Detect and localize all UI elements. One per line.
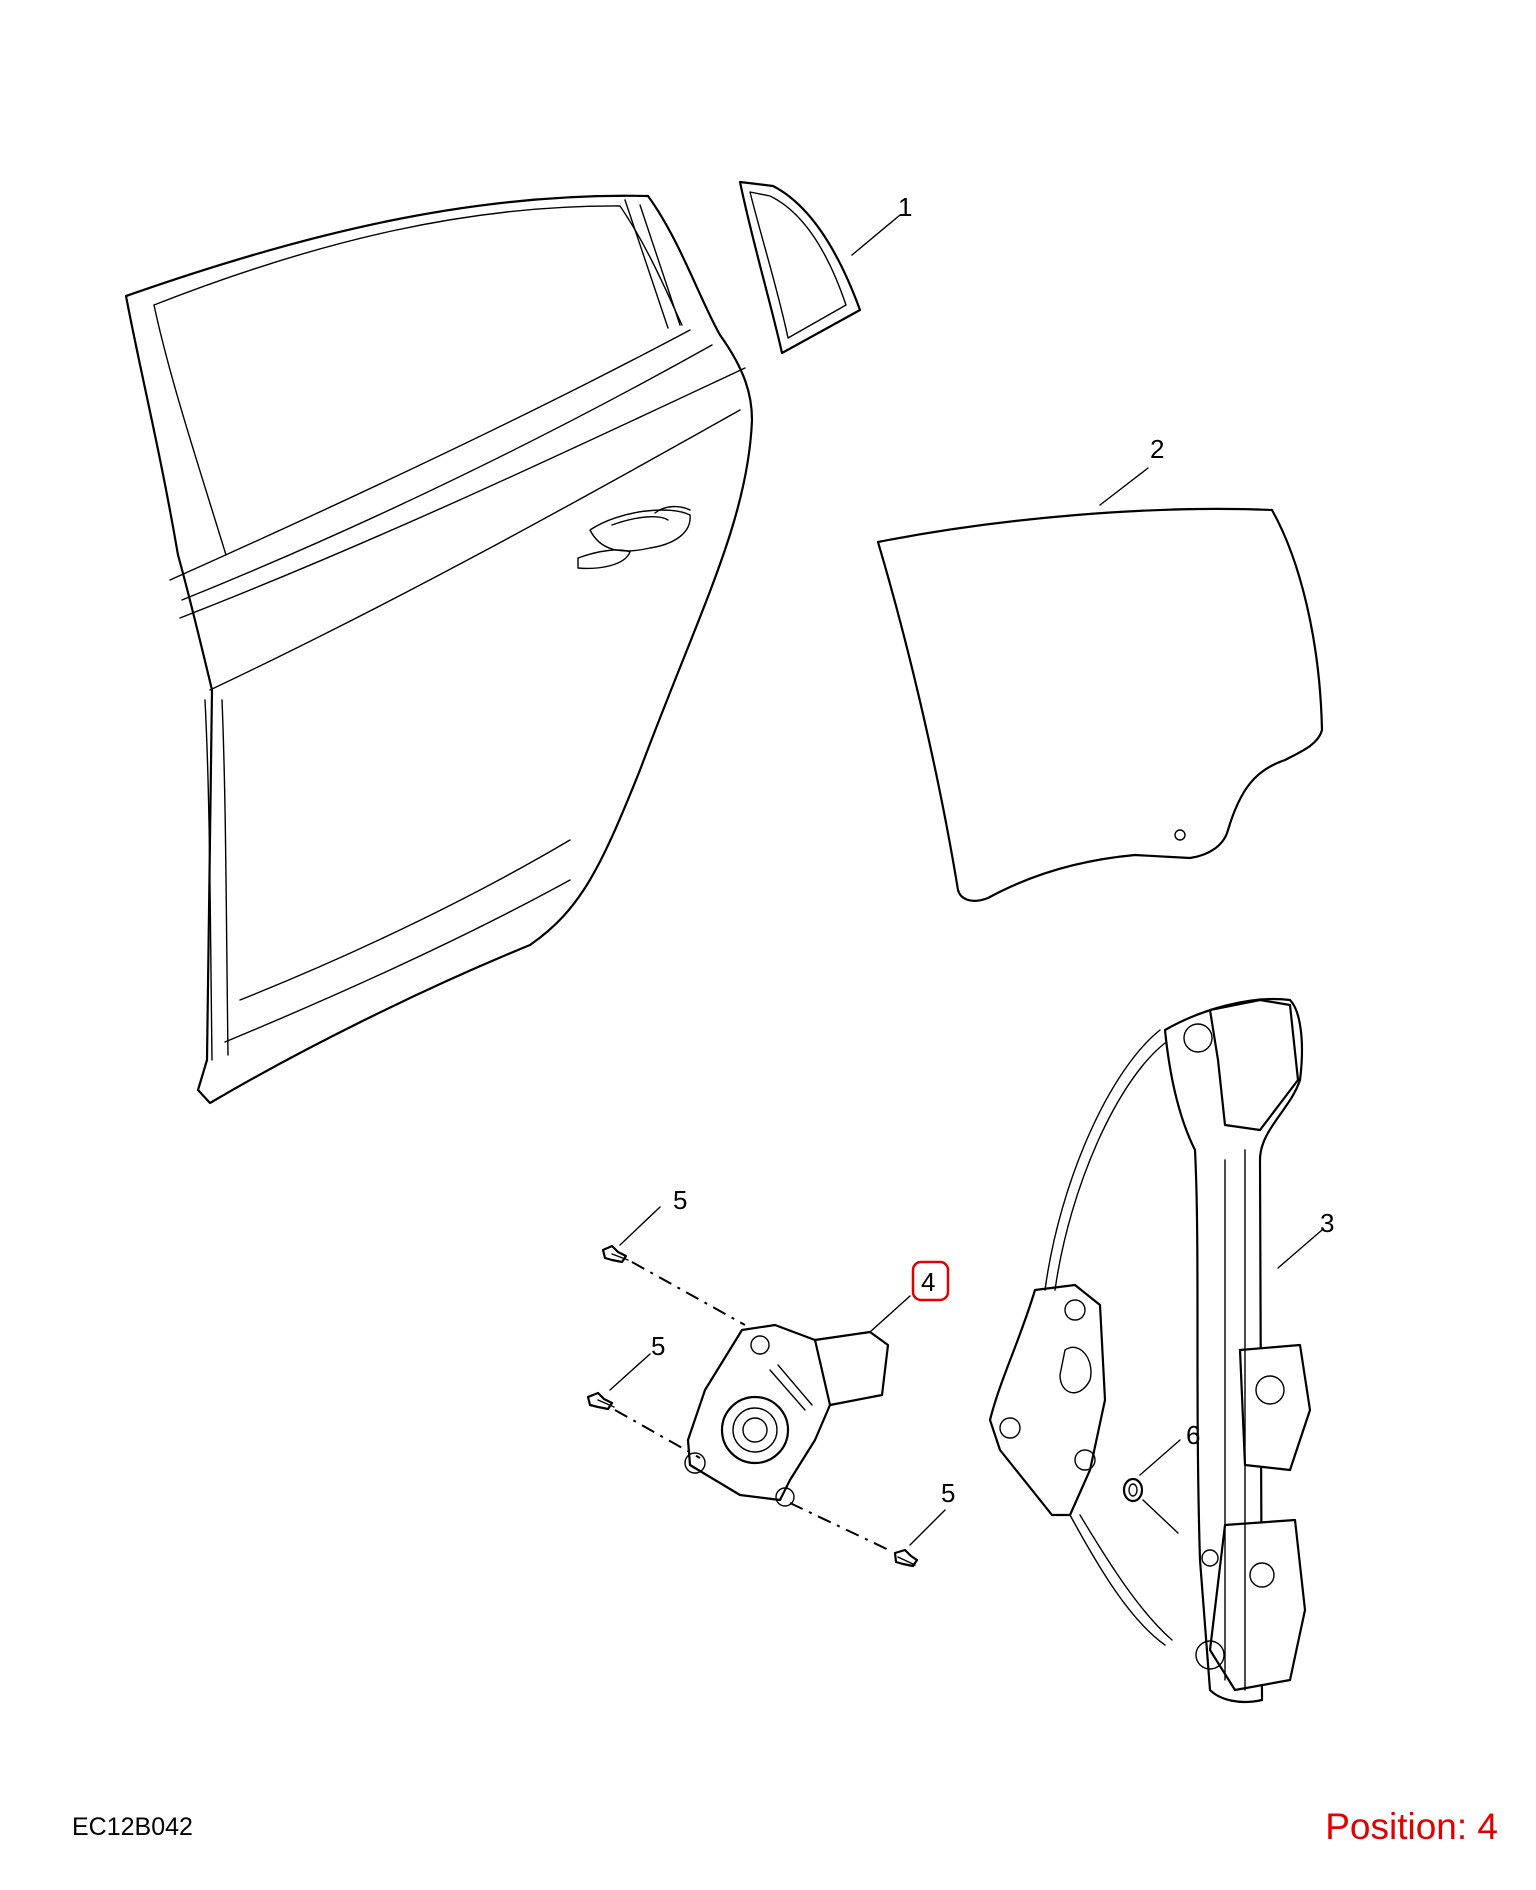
installation-axis-right [789,1502,894,1553]
callout-1: 1 [898,192,912,222]
callout-2: 2 [1150,434,1164,464]
grommet-install-line [1142,1499,1179,1534]
window-regulator [988,997,1312,1704]
pulley-upper [1183,1023,1213,1053]
callout-5a: 5 [673,1185,687,1215]
screw-right [893,1548,919,1568]
callout-6: 6 [1186,1420,1200,1450]
grommet [1122,1477,1144,1503]
diagram-code: EC12B042 [72,1813,193,1841]
door-window-glass [876,507,1324,902]
window-motor [684,1323,890,1507]
callout-5b: 5 [651,1331,665,1361]
callout-leader-5b [609,1353,651,1391]
callout-leader-6 [1139,1439,1181,1476]
callout-leader-5c [909,1509,946,1546]
callout-leader-3 [1277,1229,1323,1269]
quarter-window-glass [738,180,862,355]
rear-door-shell [124,194,754,1105]
pulley-lower [1195,1640,1225,1670]
callout-5c: 5 [941,1478,955,1508]
callout-leader-5a [619,1206,661,1246]
callout-3: 3 [1320,1208,1334,1238]
callout-leader-1 [851,214,901,256]
position-label: Position: 4 [1325,1806,1498,1847]
screw-left [586,1391,615,1411]
screw-upper [601,1244,629,1264]
installation-axis-left [614,1409,701,1459]
callout-4: 4 [921,1267,935,1297]
glass-locating-hole [1174,829,1186,841]
callout-leader-2 [1099,467,1149,506]
callout-4-highlight [911,1260,950,1302]
installation-axis-upper [631,1261,746,1326]
callout-leader-4 [869,1295,911,1333]
